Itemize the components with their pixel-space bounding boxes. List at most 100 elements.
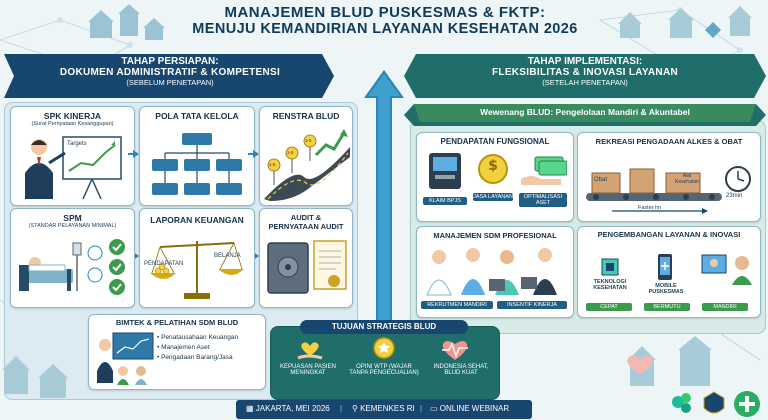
footer-divider: | (340, 404, 343, 413)
tujuan-item-1: KEPUASAN PASIEN MENINGKAT (280, 364, 336, 376)
left-banner-shape (4, 54, 334, 98)
renstra-sign-3: 1-5 (305, 138, 312, 143)
bimtek-card: BIMTEK & PELATIHAN SDM BLUD • Penatausah… (88, 314, 266, 390)
left-banner: TAHAP PERSIAPAN: DOKUMEN ADMINISTRATIF &… (20, 56, 320, 87)
right-banner-line-1: TAHAP IMPLEMENTASI: (527, 56, 643, 67)
tujuan-item-2: OPINI WTP (WAJAR TANPA PENGECUALIAN) (349, 364, 419, 376)
houses-bottom-right-icon (627, 336, 712, 386)
pengembangan-title: PENGEMBANGAN LAYANAN & INOVASI (597, 230, 741, 239)
bimtek-item: • Manajemen Aset (157, 344, 210, 351)
spk-board-label: Targets (67, 141, 87, 147)
rekreasi-title: REKREASI PENGADAAN ALKES & OBAT (595, 137, 743, 146)
coin-symbol: $ (488, 158, 498, 174)
laporan-right-label: BELANJA (214, 253, 241, 259)
title-line-1: MANAJEMEN BLUD PUSKESMAS & FKTP: (224, 4, 546, 21)
footer-org: ⚲ KEMENKES RI (352, 404, 415, 413)
right-banner-line-3: (SETELAH PENETAPAN) (542, 78, 628, 87)
location-pin-icon: ⚲ (352, 404, 358, 413)
rekreasi-speed: Faster hn (638, 205, 662, 211)
renstra-sign-1: 1-5 (269, 162, 276, 167)
tujuan-panel (270, 326, 500, 400)
hand-heart-icon (297, 342, 323, 360)
right-banner-shape (404, 54, 766, 98)
audit-title-2: PERNYATAAN AUDIT (268, 222, 344, 231)
tag-jasa-layanan: JASA LAYANAN (473, 193, 513, 201)
bimtek-item: • Pengadaan Barang/Jasa (157, 354, 233, 361)
pola-title: POLA TATA KELOLA (155, 111, 239, 121)
hand-money-icon (521, 156, 567, 185)
medical-staff-icon (426, 248, 557, 296)
coin-icon (478, 154, 508, 184)
footer-date: ▦ JAKARTA, MEI 2026 (246, 404, 330, 413)
page-title: MANAJEMEN BLUD PUSKESMAS & FKTP: MENUJU … (170, 4, 600, 37)
roadmap-icon (264, 129, 350, 201)
pola-card: POLA TATA KELOLA (139, 106, 255, 206)
tag-klaim-bpjs: KLAIM BPJS (423, 197, 467, 205)
kemenkes-logo (672, 393, 691, 413)
renstra-title: RENSTRA BLUD (272, 111, 340, 121)
medal-icon (373, 337, 395, 359)
spm-card: SPM (STANDAR PELAYANAN MINIMAL) (10, 208, 135, 308)
pendapatan-card: PENDAPATAN FUNGSIONAL $ KLAIM BPJS JASA … (416, 132, 574, 222)
hospital-bed-icon (19, 239, 125, 295)
renstra-card: RENSTRA BLUD 1-5 1-5 1-5 (259, 106, 353, 206)
pengembangan-label-teknologi: TEKNOLOGI KESEHATAN (593, 279, 627, 291)
tag-optimalisasi-aset: OPTIMALISASI ASET (519, 193, 567, 207)
tag-rekrutmen-mandiri: REKRUTMEN MANDIRI (421, 301, 493, 309)
tag-mandiri: MANDIRI (702, 303, 748, 311)
laporan-card: LAPORAN KEUANGAN PENDAPATAN BELANJA (139, 208, 255, 308)
conveyor-icon (586, 166, 751, 214)
pengembangan-card: PENGEMBANGAN LAYANAN & INOVASI TEKNOLOGI… (577, 226, 761, 318)
audit-card: AUDIT & PERNYATAAN AUDIT (259, 208, 353, 308)
chip-icon (601, 258, 619, 276)
wewenang-label: Wewenang BLUD: Pengelolaan Mandiri & Aku… (480, 107, 690, 117)
bimtek-list: • Penatausahaan Keuangan • Manajemen Ase… (157, 333, 238, 363)
rekreasi-time: 23min (726, 193, 743, 199)
telemedicine-icon (701, 254, 752, 285)
houses-bottom-left-icon (2, 356, 68, 398)
central-up-arrow (364, 70, 404, 390)
monitor-icon: ▭ (430, 404, 438, 413)
footer-bar (236, 400, 532, 419)
houses-left-icon (88, 4, 165, 40)
tag-bermutu: BERMUTU (644, 303, 690, 311)
wewenang-ribbon (404, 104, 766, 126)
houses-right-icon (618, 6, 752, 38)
footer-mode: ▭ ONLINE WEBINAR (430, 404, 510, 413)
training-icon (97, 332, 154, 385)
renstra-sign-2: 1-5 (287, 150, 294, 155)
spk-subtitle: (Surat Pernyataan Kesanggupan) (31, 121, 114, 127)
rekreasi-card: REKREASI PENGADAAN ALKES & OBAT Obat Ala… (577, 132, 761, 222)
balance-scale-icon (150, 241, 244, 299)
left-banner-line-1: TAHAP PERSIAPAN: (121, 56, 219, 67)
tujuan-item-3: INDONESIA SEHAT, BLUD KUAT (433, 364, 489, 376)
rekreasi-box-obat: Obat (594, 177, 608, 183)
bimtek-title: BIMTEK & PELATIHAN SDM BLUD (115, 318, 239, 327)
mobile-phone-icon (658, 254, 672, 280)
atm-icon (429, 153, 461, 189)
laporan-left-label: PENDAPATAN (144, 261, 184, 267)
presenter-icon (25, 136, 122, 200)
spk-card: SPK KINERJA (Surat Pernyataan Kesanggupa… (10, 106, 135, 206)
left-banner-line-3: (SEBELUM PENETAPAN) (126, 78, 214, 87)
laporan-title: LAPORAN KEUANGAN (150, 215, 244, 225)
spm-subtitle: (STANDAR PELAYANAN MINIMAL) (28, 223, 117, 229)
garuda-logo (703, 391, 725, 414)
heart-pulse-icon (442, 341, 468, 360)
medical-cross-logo (734, 391, 760, 417)
bimtek-item: • Penatausahaan Keuangan (157, 334, 239, 341)
right-banner-line-2: FLEKSIBILITAS & INOVASI LAYANAN (492, 67, 678, 78)
sdm-card: MANAJEMEN SDM PROFESIONAL REKRUTMEN MAND… (416, 226, 574, 318)
spk-title: SPK KINERJA (43, 111, 102, 121)
audit-title-1: AUDIT & (290, 213, 322, 222)
tujuan-title: TUJUAN STRATEGIS BLUD (300, 320, 468, 334)
right-banner: TAHAP IMPLEMENTASI: FLEKSIBILITAS & INOV… (420, 56, 750, 87)
spm-title: SPM (63, 213, 82, 223)
rekreasi-box-alkes: Alat Kesehatan (675, 173, 699, 185)
footer-divider: | (420, 404, 423, 413)
pengembangan-label-mobile: MOBILE PUSKESMAS (648, 283, 684, 295)
tag-cepat: CEPAT (586, 303, 632, 311)
left-banner-line-2: DOKUMEN ADMINISTRATIF & KOMPETENSI (59, 67, 281, 78)
title-line-2: MENUJU KEMANDIRIAN LAYANAN KESEHATAN 202… (192, 21, 578, 37)
org-chart-icon (152, 133, 242, 195)
